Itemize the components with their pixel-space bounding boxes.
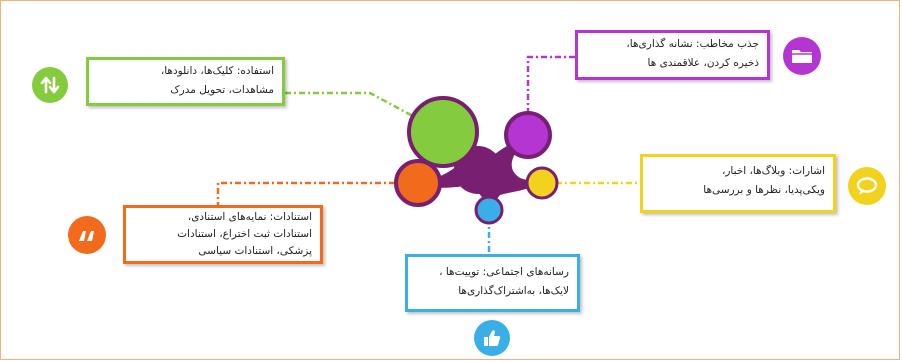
usage-line2: مشاهدات، تحویل مدرک bbox=[170, 84, 274, 96]
folder-icon bbox=[783, 37, 821, 75]
citations-line3: پزشکی، استنادات سیاسی bbox=[198, 245, 312, 257]
citations-line1: استنادات: نمایه‌های استنادی، bbox=[187, 211, 312, 223]
mentions-box: اشارات: وبلاگ‌ها، اخبار، ویکی‌پدیا، نظره… bbox=[640, 154, 836, 213]
attraction-line2: ذخیره کردن، علاقمندی ها bbox=[647, 57, 759, 69]
social-line1: رسانه‌های اجتماعی: توییت‌ها ، bbox=[439, 266, 569, 278]
citations-box: استنادات: نمایه‌های استنادی، استنادات ثب… bbox=[123, 205, 323, 264]
citations-line2: استنادات ثبت اختراع، استنادات bbox=[177, 228, 312, 240]
up-down-arrows-icon bbox=[32, 67, 68, 103]
node-blue bbox=[474, 195, 504, 225]
usage-line1: استفاده: کلیک‌ها، دانلودها، bbox=[160, 65, 274, 77]
social-line2: لایک‌ها، به‌اشتراک‌گذاری‌ها bbox=[458, 285, 569, 297]
mentions-line1: اشارات: وبلاگ‌ها، اخبار، bbox=[721, 165, 825, 177]
usage-box: استفاده: کلیک‌ها، دانلودها، مشاهدات، تحو… bbox=[86, 57, 285, 106]
node-purple bbox=[504, 111, 552, 159]
node-yellow bbox=[525, 166, 559, 200]
connector-citations bbox=[216, 181, 395, 205]
node-green bbox=[407, 96, 479, 168]
attraction-box: جذب مخاطب: نشانه گذاری‌ها، ذخیره کردن، ع… bbox=[575, 30, 770, 80]
attraction-line1: جذب مخاطب: نشانه گذاری‌ها، bbox=[626, 38, 759, 50]
thumbs-up-icon bbox=[474, 320, 510, 356]
quote-icon bbox=[68, 216, 106, 254]
mentions-line2: ویکی‌پدیا، نظرها و بررسی‌ها bbox=[703, 184, 825, 196]
connector-usage bbox=[285, 91, 436, 130]
social-box: رسانه‌های اجتماعی: توییت‌ها ، لایک‌ها، ب… bbox=[405, 254, 580, 312]
node-orange bbox=[394, 159, 442, 207]
connector-attraction bbox=[526, 55, 575, 128]
speech-bubble-icon bbox=[848, 167, 886, 205]
